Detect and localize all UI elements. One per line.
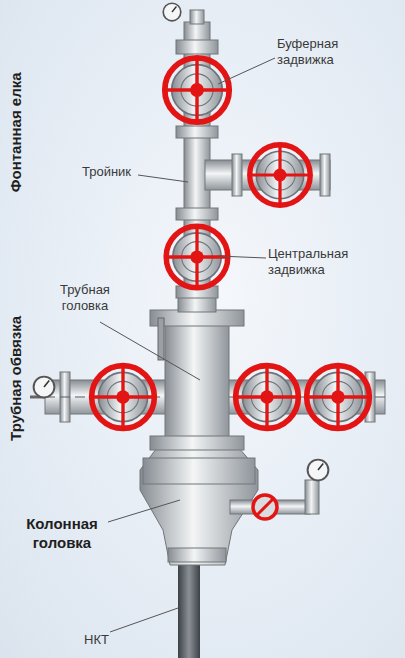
- christmas-tree: [166, 226, 228, 288]
- leader-lines: [100, 322, 200, 380]
- leader-lines: [138, 175, 188, 182]
- tubing-head: [34, 377, 55, 398]
- christmas-tree: [176, 126, 218, 138]
- leader-lines: [218, 58, 275, 84]
- tubing-head: [30, 290, 385, 450]
- leader-lines: [108, 500, 180, 522]
- casing-head: [168, 548, 226, 562]
- casing-head: [305, 480, 319, 514]
- tubing-head: [236, 366, 299, 429]
- tubing-head: [165, 318, 229, 448]
- christmas-tree: [250, 145, 310, 205]
- leader-lines: [218, 256, 266, 258]
- section-title: Фонтанная елка: [7, 72, 26, 192]
- tubing-head: [307, 366, 370, 429]
- christmas-tree: [232, 154, 242, 196]
- casing-head: [140, 440, 328, 565]
- casing-head: [253, 495, 277, 519]
- casing-head: [308, 460, 329, 481]
- christmas-tree: [165, 58, 229, 122]
- part-label: Колонная головка: [8, 515, 116, 553]
- tubing-pipe: [178, 555, 200, 658]
- tubing-head: [92, 366, 155, 429]
- part-label: Центральная задвижка: [268, 246, 372, 279]
- christmas-tree: [320, 154, 330, 196]
- casing-head: [256, 498, 274, 516]
- leader-lines: [100, 58, 275, 632]
- part-label: Буферная задвижка: [277, 36, 363, 69]
- part-label: Трубная головка: [44, 282, 126, 315]
- tubing-head: [150, 436, 244, 450]
- christmas-tree: [176, 208, 218, 220]
- tubing-pipe: [178, 555, 200, 658]
- casing-head: [143, 458, 255, 484]
- part-label: НКТ: [84, 632, 124, 648]
- leader-lines: [110, 608, 178, 632]
- christmas-tree: [163, 3, 181, 21]
- section-title: Трубная обвязка: [7, 315, 26, 440]
- tubing-head: [158, 318, 164, 360]
- christmas-tree: [176, 40, 218, 54]
- christmas-tree: [190, 10, 204, 24]
- part-label: Тройник: [82, 164, 152, 180]
